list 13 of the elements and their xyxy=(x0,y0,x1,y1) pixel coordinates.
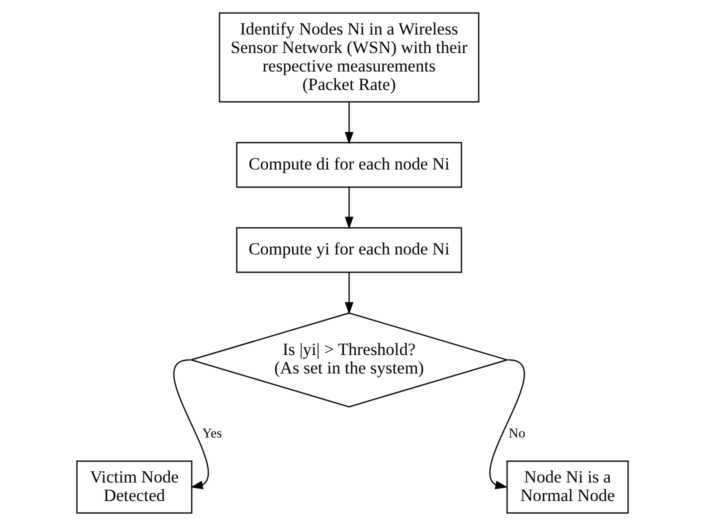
node-box: Node Ni is a Normal Node xyxy=(506,460,628,514)
node-box: Compute di for each node Ni xyxy=(236,142,462,188)
node-diamond: Is |yi| > Threshold? (As set in the system) xyxy=(188,312,509,408)
arrow xyxy=(488,359,524,490)
edge-label: Yes xyxy=(202,425,222,440)
edge-label: No xyxy=(508,425,525,440)
node-box: Identify Nodes Ni in a Wireless Sensor Network (WSN) with their respective measurements (Packet Rate) xyxy=(218,12,479,103)
arrow xyxy=(344,272,353,314)
node-box: Victim Node Detected xyxy=(76,460,192,514)
arrow xyxy=(344,102,353,144)
arrow xyxy=(172,359,208,490)
arrow xyxy=(344,187,353,230)
node-box: Compute yi for each node Ni xyxy=(236,227,462,273)
